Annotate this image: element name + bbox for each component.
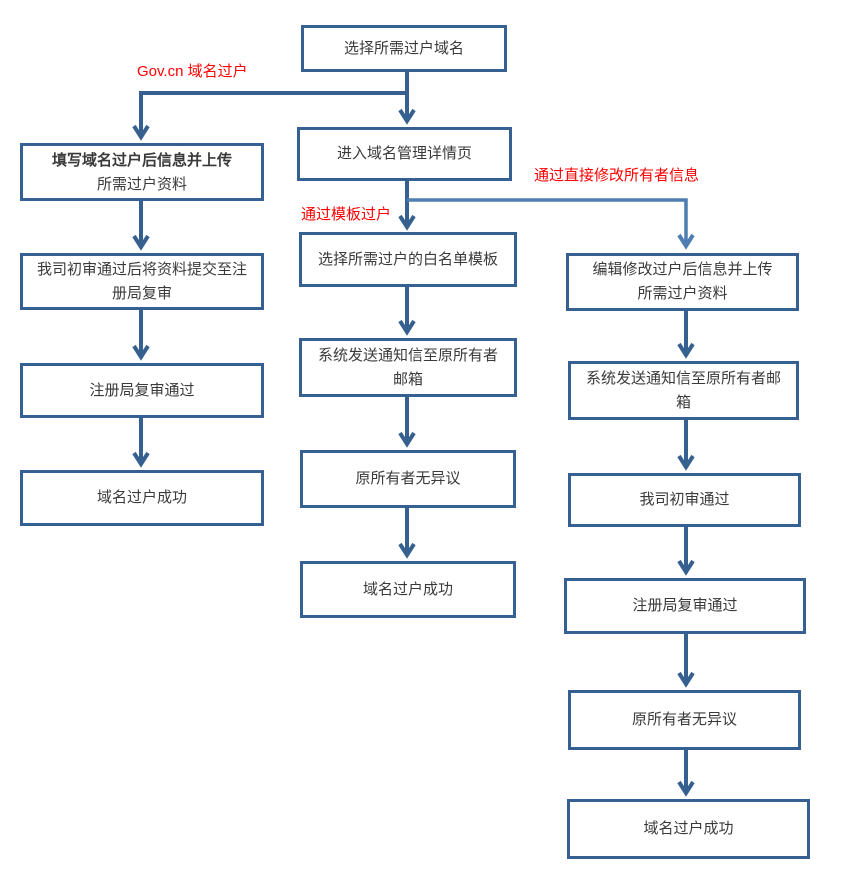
node-select-domain-label: 选择所需过户域名: [343, 39, 464, 57]
node-direct-notify-owner: 系统发送通知信至原所有者邮 箱: [568, 361, 799, 420]
node-gov-transfer-success-label: 域名过户成功: [96, 489, 187, 506]
node-direct-no-objection: 原所有者无异议: [568, 690, 801, 750]
branch-label-govcn: Gov.cn 域名过户: [137, 63, 248, 80]
node-direct-registry-review-passed: 注册局复审通过: [564, 578, 806, 634]
node-gov-fill-info-label: 填写域名过户后信息并上传 所需过户资料: [51, 151, 232, 193]
node-tpl-no-objection-label: 原所有者无异议: [355, 470, 461, 487]
branch-label-template: 通过模板过户: [301, 206, 392, 223]
node-direct-transfer-success: 域名过户成功: [567, 799, 810, 859]
node-select-domain: 选择所需过户域名: [301, 25, 507, 72]
node-direct-notify-owner-label: 系统发送通知信至原所有者邮 箱: [585, 369, 781, 411]
node-direct-edit-info: 编辑修改过户后信息并上传 所需过户资料: [566, 253, 799, 311]
node-tpl-notify-owner-label: 系统发送通知信至原所有者 邮箱: [317, 346, 498, 388]
node-direct-initial-review-passed: 我司初审通过: [568, 473, 801, 527]
node-gov-fill-info: 填写域名过户后信息并上传 所需过户资料: [20, 143, 264, 201]
node-tpl-select-whitelist: 选择所需过户的白名单模板: [299, 232, 517, 287]
node-direct-no-objection-label: 原所有者无异议: [631, 711, 737, 728]
node-direct-initial-review-passed-label: 我司初审通过: [639, 491, 730, 508]
node-enter-management-detail-label: 进入域名管理详情页: [336, 145, 472, 162]
node-tpl-no-objection: 原所有者无异议: [300, 450, 516, 508]
node-tpl-notify-owner: 系统发送通知信至原所有者 邮箱: [299, 338, 517, 397]
node-direct-edit-info-label: 编辑修改过户后信息并上传 所需过户资料: [592, 261, 773, 302]
node-tpl-select-whitelist-label: 选择所需过户的白名单模板: [317, 250, 498, 268]
node-gov-initial-review-submit: 我司初审通过后将资料提交至注 册局复审: [20, 253, 264, 310]
node-gov-transfer-success: 域名过户成功: [20, 470, 264, 526]
node-direct-registry-review-passed-label: 注册局复审通过: [632, 597, 738, 614]
node-tpl-transfer-success-label: 域名过户成功: [362, 580, 453, 598]
node-enter-management-detail: 进入域名管理详情页: [297, 127, 512, 181]
node-gov-registry-review-passed-label: 注册局复审通过: [89, 381, 195, 399]
node-gov-registry-review-passed: 注册局复审通过: [20, 363, 264, 418]
node-direct-transfer-success-label: 域名过户成功: [643, 820, 734, 837]
node-gov-initial-review-submit-label: 我司初审通过后将资料提交至注 册局复审: [36, 260, 247, 302]
branch-label-direct-modify: 通过直接修改所有者信息: [534, 167, 700, 184]
node-tpl-transfer-success: 域名过户成功: [300, 561, 516, 618]
